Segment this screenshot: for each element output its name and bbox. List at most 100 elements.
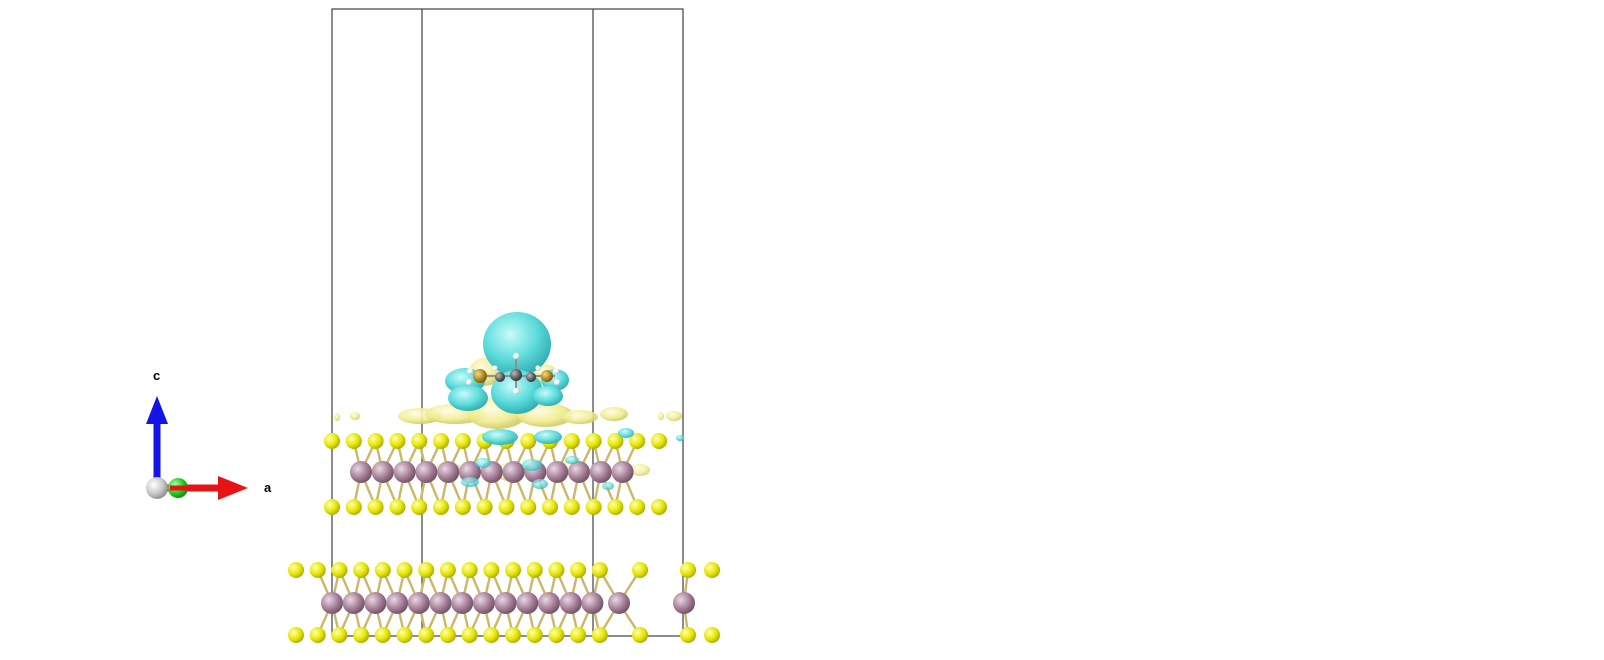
molybdenum-atom-icon bbox=[581, 592, 604, 614]
sulfur-atom-icon bbox=[367, 433, 384, 449]
sulfur-atom-icon bbox=[345, 499, 362, 515]
molybdenum-atom-icon bbox=[386, 592, 409, 614]
a-axis-arrowhead-icon bbox=[218, 476, 248, 500]
charge-accumulation-lobe bbox=[630, 464, 650, 476]
sulfur-atom-icon bbox=[526, 627, 543, 643]
sulfur-atom-icon bbox=[433, 499, 449, 515]
molybdenum-atom-icon bbox=[364, 592, 387, 614]
molybdenum-atom-icon bbox=[451, 592, 474, 614]
sulfur-atom-icon bbox=[520, 499, 537, 515]
upper-mos2-slab bbox=[324, 433, 667, 515]
sulfur-atom-icon bbox=[632, 562, 648, 578]
sulfur-atom-icon bbox=[389, 499, 406, 515]
molybdenum-atom-icon bbox=[589, 461, 612, 483]
sulfur-atom-icon bbox=[331, 562, 348, 578]
molybdenum-atom-icon bbox=[568, 461, 590, 483]
sulfur-atom-icon bbox=[433, 433, 449, 449]
sulfur-atom-icon bbox=[396, 562, 413, 578]
sulfur-atom-icon bbox=[483, 562, 500, 578]
sulfur-atom-icon bbox=[367, 499, 384, 515]
sulfur-atom-icon bbox=[461, 562, 478, 578]
sulfur-atom-icon bbox=[461, 627, 478, 643]
adsorbate-molecule bbox=[466, 352, 560, 395]
sulfur-atom-icon bbox=[353, 562, 370, 578]
sulfur-atom-icon bbox=[591, 562, 608, 578]
axis-origin-ball-icon bbox=[146, 477, 168, 499]
molybdenum-atom-icon bbox=[321, 592, 343, 614]
sulfur-atom-icon bbox=[704, 627, 720, 643]
sulfur-atom-icon bbox=[454, 499, 471, 515]
molybdenum-atom-icon bbox=[516, 592, 539, 614]
molybdenum-atom-icon bbox=[546, 461, 569, 483]
sulfur-atom-icon bbox=[345, 433, 362, 449]
sulfur-atom-icon bbox=[651, 433, 667, 449]
c-axis-label: c bbox=[153, 368, 160, 383]
sulfur-atom-icon bbox=[505, 562, 521, 578]
sulfur-atom-icon bbox=[288, 627, 304, 643]
molybdenum-atom-icon bbox=[459, 461, 481, 483]
sulfur-atom-icon bbox=[309, 562, 326, 578]
sulfur-atom-icon bbox=[483, 627, 500, 643]
sulfur-atom-icon bbox=[548, 627, 565, 643]
sulfur-atom-icon bbox=[632, 627, 648, 643]
sulfur-atom-icon bbox=[629, 499, 646, 515]
sulfur-atom-icon bbox=[526, 562, 543, 578]
sulfur-atom-icon bbox=[563, 499, 580, 515]
molybdenum-atom-icon bbox=[611, 461, 634, 483]
molybdenum-atom-icon bbox=[608, 592, 630, 614]
molybdenum-atom-icon bbox=[538, 592, 560, 614]
sulfur-atom-icon bbox=[353, 627, 370, 643]
sulfur-atom-icon bbox=[680, 627, 696, 643]
sulfur-atom-icon bbox=[374, 562, 391, 578]
sulfur-atom-icon bbox=[498, 499, 515, 515]
molybdenum-atom-icon bbox=[350, 461, 372, 483]
molybdenum-atom-icon bbox=[559, 592, 582, 614]
sulfur-atom-icon bbox=[607, 499, 624, 515]
molybdenum-atom-icon bbox=[494, 592, 517, 614]
sulfur-atom-icon bbox=[548, 562, 565, 578]
molybdenum-atom-icon bbox=[415, 461, 438, 483]
sulfur-atom-icon bbox=[570, 562, 587, 578]
sulfur-atom-icon bbox=[629, 433, 646, 449]
molybdenum-atom-icon bbox=[673, 592, 695, 614]
sulfur-atom-icon bbox=[324, 499, 340, 515]
sulfur-atom-icon bbox=[680, 562, 696, 578]
sulfur-atom-icon bbox=[309, 627, 326, 643]
a-axis-label: a bbox=[264, 480, 272, 495]
sulfur-atom-icon bbox=[418, 562, 435, 578]
molybdenum-atom-icon bbox=[472, 592, 495, 614]
sulfur-atom-icon bbox=[411, 499, 428, 515]
charge-depletion-lobe bbox=[522, 459, 542, 471]
sulfur-atom-icon bbox=[651, 499, 667, 515]
sulfur-atom-icon bbox=[570, 627, 587, 643]
sulfur-atom-icon bbox=[585, 433, 602, 449]
sulfur-atom-icon bbox=[704, 562, 720, 578]
lower-mos2-slab bbox=[288, 562, 720, 643]
sulfur-atom-icon bbox=[411, 433, 428, 449]
sulfur-atom-icon bbox=[331, 627, 348, 643]
charge-depletion-lobe bbox=[602, 482, 614, 490]
sulfur-atom-icon bbox=[454, 433, 471, 449]
axis-triad: c a bbox=[146, 368, 272, 500]
charge-depletion-lobe bbox=[475, 458, 491, 468]
sulfur-atom-icon bbox=[563, 433, 580, 449]
sulfur-atom-icon bbox=[591, 627, 608, 643]
molybdenum-atom-icon bbox=[502, 461, 525, 483]
sulfur-atom-icon bbox=[439, 562, 456, 578]
sulfur-atom-icon bbox=[418, 627, 435, 643]
molybdenum-atom-icon bbox=[371, 461, 394, 483]
sulfur-atom-icon bbox=[520, 433, 537, 449]
sulfur-atom-icon bbox=[396, 627, 413, 643]
sulfur-atom-icon bbox=[585, 499, 602, 515]
sulfur-atom-icon bbox=[324, 433, 340, 449]
charge-depletion-lobe bbox=[461, 477, 479, 487]
sulfur-atom-icon bbox=[607, 433, 624, 449]
sulfur-atom-icon bbox=[374, 627, 391, 643]
molybdenum-atom-icon bbox=[342, 592, 365, 614]
sulfur-atom-icon bbox=[476, 499, 493, 515]
charge-depletion-lobe bbox=[532, 479, 548, 489]
molybdenum-atom-icon bbox=[429, 592, 452, 614]
c-axis-arrowhead-icon bbox=[146, 396, 168, 424]
charge-density-isosurfaces bbox=[334, 312, 684, 445]
